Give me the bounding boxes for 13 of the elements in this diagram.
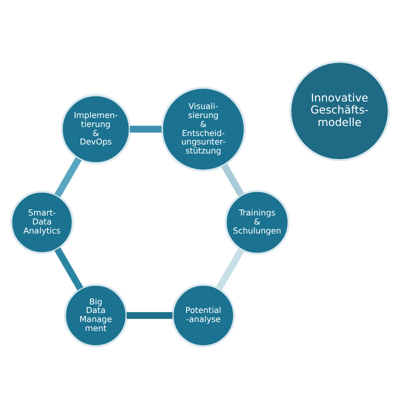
connector — [126, 312, 173, 319]
connector — [216, 248, 244, 290]
node-circle: Trainings & Schulungen — [224, 190, 290, 255]
node-circle: Innovative Geschäfts- modelle — [289, 60, 390, 162]
node-circle: Big Data Manage ment — [64, 284, 128, 348]
node-circle: Potential -analyse — [172, 284, 236, 348]
node-circle: Smart- Data Analytics — [10, 190, 74, 254]
node-circle: Implemen- tierung & DevOps — [60, 94, 131, 164]
connector — [130, 126, 162, 133]
connector — [54, 247, 84, 291]
connector — [221, 164, 244, 197]
node-circle: Visuali- sierung & Entscheid- ungsunter- stützung — [160, 86, 246, 172]
connector — [54, 157, 82, 198]
